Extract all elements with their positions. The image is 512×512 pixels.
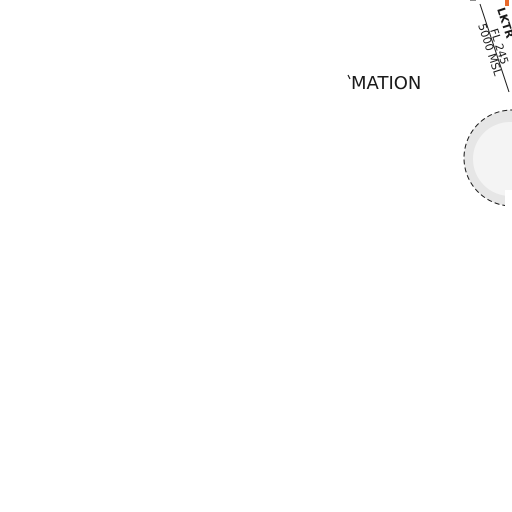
airspace-accent-mark [505, 0, 509, 6]
circular-area-symbol [463, 109, 512, 210]
heading-clipped-letter-mark [347, 74, 351, 80]
section-heading: MATION [351, 73, 421, 94]
airspace-boundary-line [479, 3, 510, 93]
